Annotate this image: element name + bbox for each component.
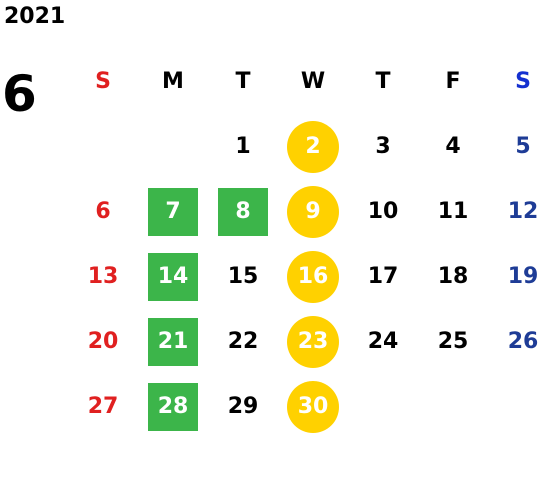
- day-number: 30: [297, 394, 329, 419]
- day-number: 13: [87, 264, 119, 289]
- day-cell[interactable]: 18: [418, 244, 488, 309]
- day-cell[interactable]: 2: [278, 114, 348, 179]
- day-cell[interactable]: 11: [418, 179, 488, 244]
- day-number: 4: [445, 134, 461, 159]
- green-highlight: [218, 187, 268, 236]
- day-number: 1: [235, 134, 251, 159]
- yellow-highlight: [287, 120, 339, 173]
- day-number: 3: [375, 134, 391, 159]
- day-cell[interactable]: 8: [208, 179, 278, 244]
- day-number: 5: [515, 134, 531, 159]
- day-number: 26: [507, 329, 539, 354]
- day-cell[interactable]: 22: [208, 309, 278, 374]
- day-number: 20: [87, 329, 119, 354]
- day-cell[interactable]: 9: [278, 179, 348, 244]
- day-cell[interactable]: 16: [278, 244, 348, 309]
- day-number: 16: [297, 264, 329, 289]
- green-highlight: [148, 382, 198, 431]
- day-number: 8: [235, 199, 251, 224]
- day-number: 28: [157, 394, 189, 419]
- day-number: 23: [297, 329, 329, 354]
- day-number: 12: [507, 199, 539, 224]
- yellow-highlight: [287, 315, 339, 368]
- day-number: 18: [437, 264, 469, 289]
- week-row: 6 7 8 9 10 11 12: [68, 179, 548, 244]
- weekday-header: T: [235, 68, 251, 94]
- day-cell[interactable]: 5: [488, 114, 548, 179]
- day-number: 17: [367, 264, 399, 289]
- green-highlight: [148, 252, 198, 301]
- day-cell[interactable]: 12: [488, 179, 548, 244]
- day-cell[interactable]: 23: [278, 309, 348, 374]
- week-row: 20 21 22 23 24 25 26: [68, 309, 548, 374]
- weekday-header: W: [300, 68, 326, 94]
- day-number: 2: [305, 134, 321, 159]
- week-row: 1 2 3 4 5: [68, 114, 548, 179]
- day-cell[interactable]: 29: [208, 374, 278, 439]
- day-cell[interactable]: 6: [68, 179, 138, 244]
- weekday-header: T: [375, 68, 391, 94]
- weekday-header: F: [445, 68, 461, 94]
- yellow-highlight: [287, 380, 339, 433]
- day-number: 24: [367, 329, 399, 354]
- empty-day-cell: [488, 374, 548, 439]
- day-number: 27: [87, 394, 119, 419]
- day-number: 22: [227, 329, 259, 354]
- day-cell[interactable]: 10: [348, 179, 418, 244]
- day-cell[interactable]: 26: [488, 309, 548, 374]
- day-cell[interactable]: 25: [418, 309, 488, 374]
- empty-day-cell: [68, 114, 138, 179]
- green-highlight: [148, 187, 198, 236]
- empty-day-cell: [418, 374, 488, 439]
- calendar-year: 2021: [4, 4, 66, 29]
- day-number: 9: [305, 199, 321, 224]
- day-cell[interactable]: 20: [68, 309, 138, 374]
- day-cell[interactable]: 28: [138, 374, 208, 439]
- week-row: 27 28 29 30: [68, 374, 548, 439]
- day-cell[interactable]: 13: [68, 244, 138, 309]
- day-cell[interactable]: 4: [418, 114, 488, 179]
- day-number: 25: [437, 329, 469, 354]
- day-cell[interactable]: 24: [348, 309, 418, 374]
- day-cell[interactable]: 14: [138, 244, 208, 309]
- day-number: 15: [227, 264, 259, 289]
- empty-day-cell: [138, 114, 208, 179]
- day-number: 19: [507, 264, 539, 289]
- day-cell[interactable]: 30: [278, 374, 348, 439]
- day-cell[interactable]: 27: [68, 374, 138, 439]
- day-cell[interactable]: 15: [208, 244, 278, 309]
- calendar-month: 6: [2, 65, 37, 123]
- day-cell[interactable]: 3: [348, 114, 418, 179]
- yellow-highlight: [287, 185, 339, 238]
- day-number: 7: [165, 199, 181, 224]
- weekday-header: S: [95, 68, 111, 94]
- day-cell[interactable]: 1: [208, 114, 278, 179]
- weekday-header: S: [515, 68, 531, 94]
- green-highlight: [148, 317, 198, 366]
- day-cell[interactable]: 19: [488, 244, 548, 309]
- day-cell[interactable]: 17: [348, 244, 418, 309]
- day-number: 29: [227, 394, 259, 419]
- weekday-header: M: [162, 68, 184, 94]
- day-number: 14: [157, 264, 189, 289]
- yellow-highlight: [287, 250, 339, 303]
- day-cell[interactable]: 7: [138, 179, 208, 244]
- day-number: 10: [367, 199, 399, 224]
- day-number: 11: [437, 199, 469, 224]
- day-number: 6: [95, 199, 111, 224]
- empty-day-cell: [348, 374, 418, 439]
- day-cell[interactable]: 21: [138, 309, 208, 374]
- week-row: 13 14 15 16 17 18 19: [68, 244, 548, 309]
- day-number: 21: [157, 329, 189, 354]
